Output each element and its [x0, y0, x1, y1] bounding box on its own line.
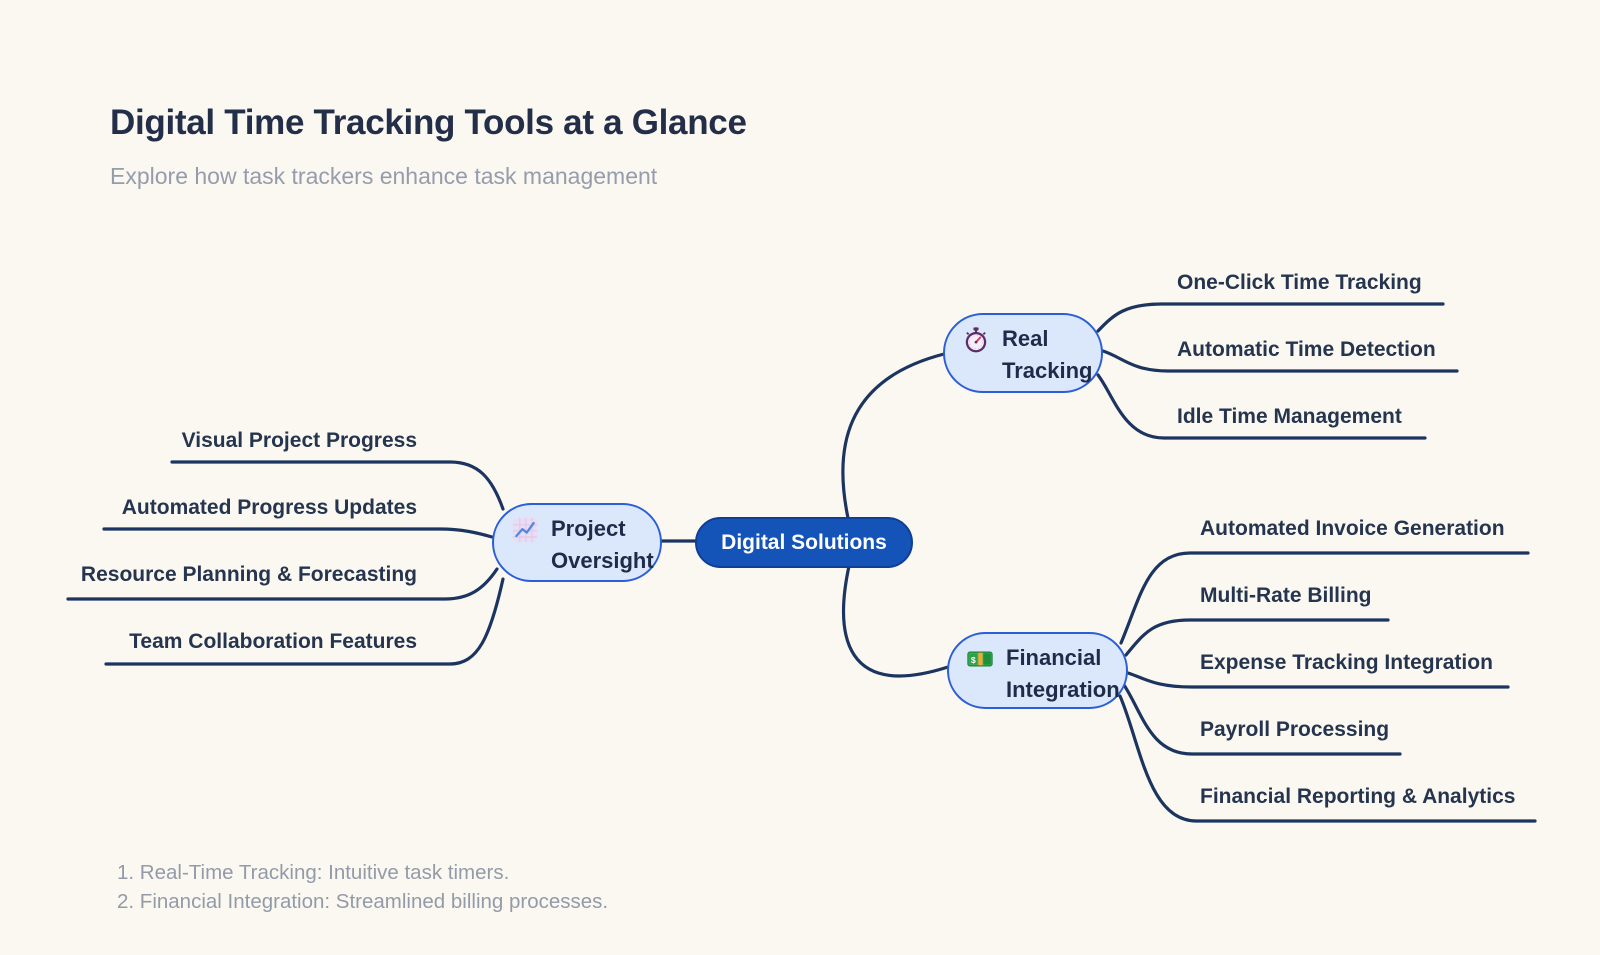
- footnotes: 1. Real-Time Tracking: Intuitive task ti…: [117, 858, 608, 916]
- leaf-team-collaboration-features: Team Collaboration Features: [129, 630, 417, 653]
- branch-node-real-tracking: Real Tracking: [943, 313, 1103, 393]
- chart-increasing-icon: [512, 517, 538, 543]
- page-subtitle: Explore how task trackers enhance task m…: [110, 163, 658, 189]
- leaf-automatic-time-detection: Automatic Time Detection: [1177, 338, 1436, 361]
- branch-label-project-oversight: Project Oversight: [551, 513, 654, 577]
- branch-label-line2: Integration: [1006, 677, 1120, 702]
- branch-label-line1: Project: [551, 516, 626, 541]
- stopwatch-icon: [965, 327, 987, 353]
- page-title: Digital Time Tracking Tools at a Glance: [110, 103, 747, 142]
- leaf-visual-project-progress: Visual Project Progress: [181, 429, 417, 452]
- svg-text:$: $: [971, 655, 976, 665]
- branch-label-line1: Financial: [1006, 645, 1102, 670]
- branch-node-project-oversight: Project Oversight: [492, 503, 662, 582]
- connector-leaf-one-click-time-tracking: [1096, 302, 1445, 333]
- leaf-automated-invoice-generation: Automated Invoice Generation: [1200, 517, 1505, 540]
- leaf-resource-planning-forecasting: Resource Planning & Forecasting: [80, 563, 417, 586]
- branch-label-line2: Tracking: [1002, 358, 1093, 383]
- footnote-real-time-tracking: 1. Real-Time Tracking: Intuitive task ti…: [117, 861, 510, 884]
- center-node-label: Digital Solutions: [721, 530, 887, 554]
- leaf-automated-progress-updates: Automated Progress Updates: [121, 496, 417, 519]
- center-node-digital-solutions: Digital Solutions: [695, 517, 913, 568]
- leaf-financial-reporting-analytics: Financial Reporting & Analytics: [1200, 785, 1516, 808]
- leaf-idle-time-management: Idle Time Management: [1177, 405, 1402, 428]
- branch-label-real-tracking: Real Tracking: [1002, 323, 1092, 387]
- connector-center-to-financial-integration: [842, 564, 950, 678]
- leaf-one-click-time-tracking: One-Click Time Tracking: [1177, 271, 1422, 294]
- connector-leaf-automated-progress-updates: [102, 527, 494, 539]
- branch-node-financial-integration: $ Financial Integration: [947, 632, 1128, 709]
- footnote-financial-integration: 2. Financial Integration: Streamlined bi…: [117, 890, 609, 913]
- leaf-payroll-processing: Payroll Processing: [1200, 718, 1390, 741]
- connector-center-to-real-tracking: [841, 352, 946, 520]
- banknote-icon: $: [967, 651, 993, 667]
- branch-label-financial-integration: Financial Integration: [1006, 642, 1120, 706]
- branch-label-line1: Real: [1002, 326, 1049, 351]
- leaf-expense-tracking-integration: Expense Tracking Integration: [1200, 651, 1493, 674]
- leaf-multi-rate-billing: Multi-Rate Billing: [1200, 584, 1372, 607]
- branch-label-line2: Oversight: [551, 548, 654, 573]
